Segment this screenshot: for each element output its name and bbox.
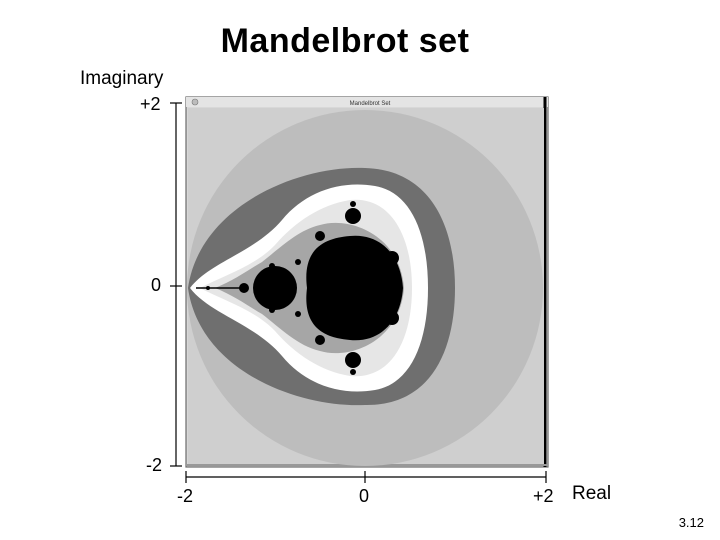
window-title: Mandelbrot Set [350,101,391,107]
x-tick-label-mid: 0 [359,486,370,506]
mandelbrot-window: Mandelbrot Set [185,96,549,468]
y-tick-label-top: +2 [140,94,161,114]
mandelbrot-set-body [196,201,403,375]
fractal-image [187,108,544,466]
y-tick-label-bottom: -2 [146,455,163,475]
window-title-bar[interactable] [186,97,548,107]
window-close-icon[interactable] [191,98,199,106]
page-number: 3.12 [678,515,704,530]
x-tick-label-left: -2 [177,486,194,506]
x-tick-label-right: +2 [533,486,554,506]
slide-title: Mandelbrot set [220,22,470,60]
y-tick-label-mid: 0 [151,275,162,295]
x-axis-label: Real [572,483,612,504]
y-axis-label: Imaginary [80,68,164,89]
